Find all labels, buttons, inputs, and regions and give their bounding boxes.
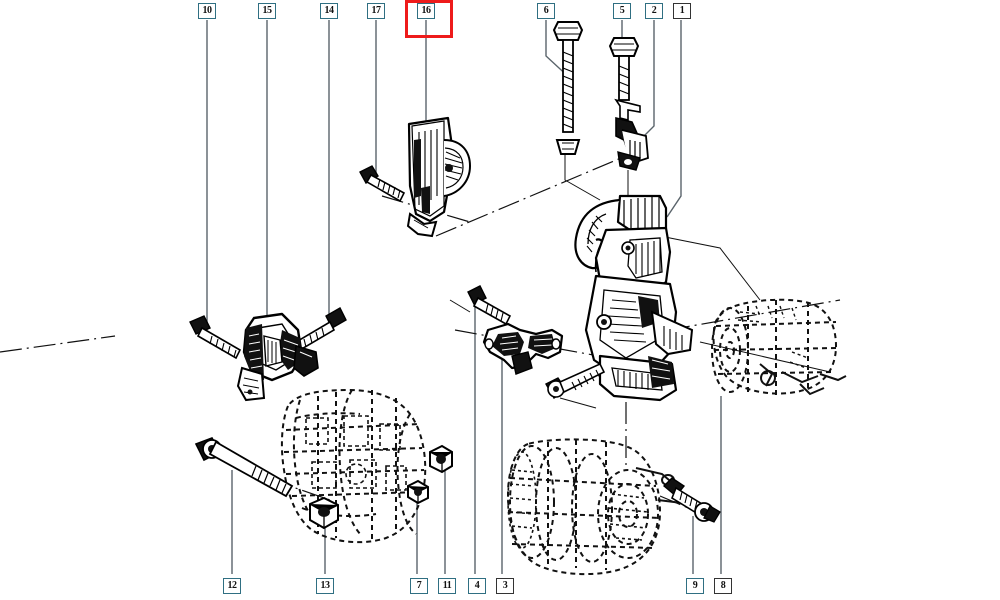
- part-11-alternator-nut-upper: [429, 444, 453, 474]
- assembly-starter-motor: [711, 298, 839, 396]
- callout-14-number: 14: [324, 5, 335, 16]
- callout-12-number: 12: [227, 580, 238, 591]
- callout-3[interactable]: 3: [496, 578, 514, 594]
- part-13-alternator-nut-lower: [309, 496, 339, 530]
- callout-9-number: 9: [692, 580, 698, 591]
- callout-3-number: 3: [502, 580, 508, 591]
- callout-7-number: 7: [416, 580, 422, 591]
- part-4-compressor-spacer-bolt-lower: [545, 362, 606, 399]
- alternator-detail-marks: [305, 415, 407, 491]
- callout-7[interactable]: 7: [410, 578, 428, 594]
- part-10-bracket-bolt-left: [189, 315, 242, 360]
- part-2-small-angle-bracket: [614, 98, 649, 171]
- part-9-compressor-bolt: [662, 477, 721, 523]
- part-7-alternator-nut-rear: [407, 479, 429, 505]
- callout-5-number: 5: [619, 5, 625, 16]
- part-17-bracket-bolt-upper: [359, 165, 406, 203]
- callout-1[interactable]: 1: [673, 3, 691, 19]
- callout-8[interactable]: 8: [714, 578, 732, 594]
- callout-6-number: 6: [543, 5, 549, 16]
- compressor-pulley-hatching: [507, 451, 649, 549]
- part-5-short-bolt: [608, 37, 640, 101]
- leader-2: [640, 20, 655, 140]
- highlight-box-part-16: [405, 0, 453, 38]
- callout-2-number: 2: [651, 5, 657, 16]
- starter-solenoid-detail: [759, 363, 847, 396]
- callout-4[interactable]: 4: [468, 578, 486, 594]
- callout-17[interactable]: 17: [367, 3, 385, 19]
- axis-left-long: [0, 335, 116, 353]
- axis-bracket-to-mount: [435, 149, 641, 237]
- part-14-bracket-bolt-right: [294, 307, 347, 352]
- part-15-alternator-mounting-bracket: [236, 312, 319, 402]
- callout-8-number: 8: [720, 580, 726, 591]
- part-16-alternator-tensioner-bracket: [406, 116, 472, 238]
- callout-15-number: 15: [262, 5, 273, 16]
- callout-1-number: 1: [679, 5, 685, 16]
- callout-17-number: 17: [371, 5, 382, 16]
- callout-10[interactable]: 10: [198, 3, 216, 19]
- callout-11[interactable]: 11: [438, 578, 456, 594]
- callout-15[interactable]: 15: [258, 3, 276, 19]
- callout-4-number: 4: [474, 580, 480, 591]
- callout-5[interactable]: 5: [613, 3, 631, 19]
- callout-11-number: 11: [442, 580, 452, 591]
- leader-1: [666, 20, 682, 218]
- callout-13[interactable]: 13: [316, 578, 334, 594]
- callout-9[interactable]: 9: [686, 578, 704, 594]
- callout-13-number: 13: [320, 580, 331, 591]
- callout-6[interactable]: 6: [537, 3, 555, 19]
- axis-mount-to-starter: [667, 299, 841, 331]
- assembly-ac-compressor: [507, 438, 661, 576]
- leader-lines: [206, 20, 722, 574]
- starter-housing-hatch: [737, 305, 809, 369]
- part-12-alternator-long-bolt: [194, 437, 294, 498]
- part-1-main-engine-mount-bracket: [574, 194, 694, 402]
- callout-2[interactable]: 2: [645, 3, 663, 19]
- part-3-compressor-spacer-plate: [482, 322, 564, 375]
- callout-14[interactable]: 14: [320, 3, 338, 19]
- part-6-long-through-bolt: [552, 21, 584, 155]
- callout-10-number: 10: [202, 5, 213, 16]
- callout-12[interactable]: 12: [223, 578, 241, 594]
